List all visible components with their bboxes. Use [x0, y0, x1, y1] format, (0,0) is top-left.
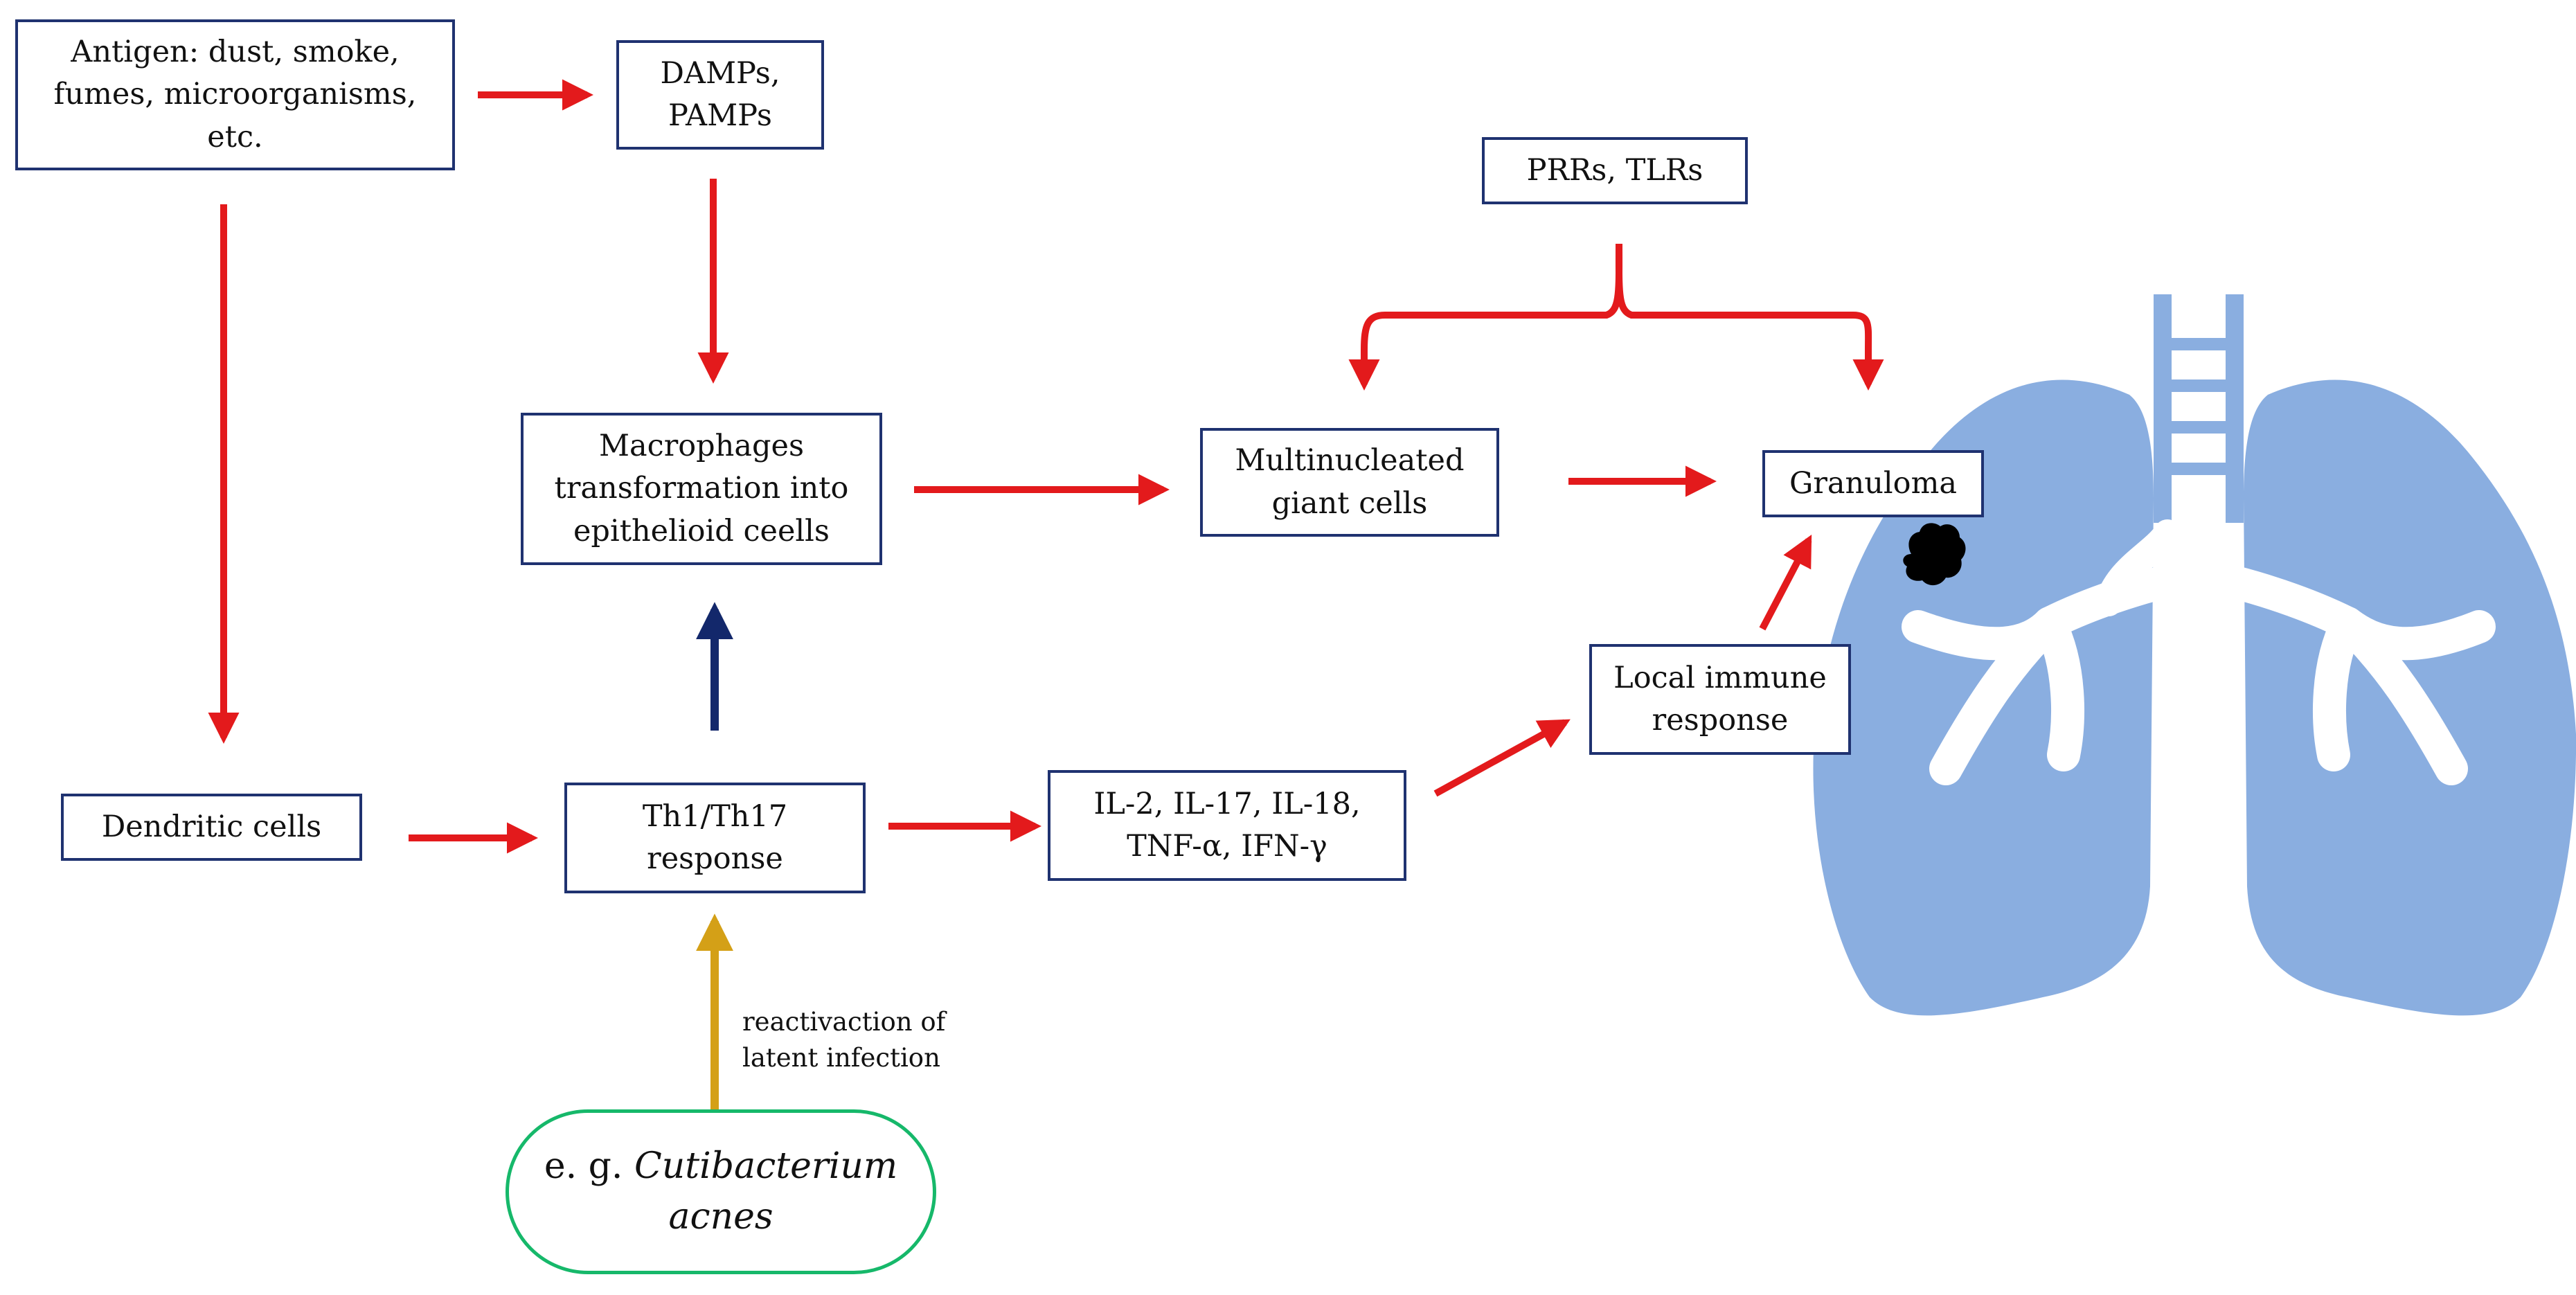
dendritic-cells-label: Dendritic cells [101, 809, 322, 844]
pathogen-name-line2: acnes [668, 1196, 773, 1238]
macrophages-box: Macrophages transformation into epitheli… [521, 413, 882, 565]
dendritic-cells-box: Dendritic cells [61, 794, 362, 861]
pathogen-pill: e. g. Cutibacterium acnes [506, 1109, 936, 1274]
th1-th17-label: Th1/Th17 response [642, 798, 788, 876]
antigen-box: Antigen: dust, smoke, fumes, microorgani… [15, 19, 455, 170]
damps-pamps-label: DAMPs, PAMPs [660, 55, 780, 133]
cytokines-label: IL-2, IL-17, IL-18, TNF-α, IFN-γ [1093, 786, 1361, 864]
pathogen-prefix: e. g. [544, 1145, 634, 1188]
th1-th17-box: Th1/Th17 response [564, 783, 866, 893]
lungs-icon [1813, 294, 2576, 1016]
local-immune-response-label: Local immune response [1613, 660, 1827, 738]
granuloma-box: Granuloma [1762, 450, 1984, 517]
arrow-local-immune-to-granuloma [1759, 535, 1812, 631]
local-immune-response-box: Local immune response [1589, 644, 1851, 755]
macrophages-label: Macrophages transformation into epitheli… [554, 429, 849, 548]
prrs-tlrs-box: PRRs, TLRs [1482, 137, 1748, 204]
granuloma-nodule-icon [1903, 523, 1966, 586]
giant-cells-label: Multinucleated giant cells [1235, 443, 1465, 521]
cytokines-box: IL-2, IL-17, IL-18, TNF-α, IFN-γ [1048, 770, 1406, 881]
prrs-tlrs-label: PRRs, TLRs [1526, 152, 1703, 188]
granuloma-label: Granuloma [1789, 465, 1957, 501]
antigen-label: Antigen: dust, smoke, fumes, microorgani… [53, 35, 417, 154]
damps-pamps-box: DAMPs, PAMPs [616, 40, 824, 150]
arrow-prrs-brace [1348, 243, 1884, 391]
arrow-cytokines-to-local-immune [1433, 719, 1571, 797]
reactivation-annotation: reactivaction of latent infection [742, 1007, 946, 1073]
giant-cells-box: Multinucleated giant cells [1200, 428, 1499, 537]
pathogen-name-line1: Cutibacterium [634, 1145, 898, 1188]
